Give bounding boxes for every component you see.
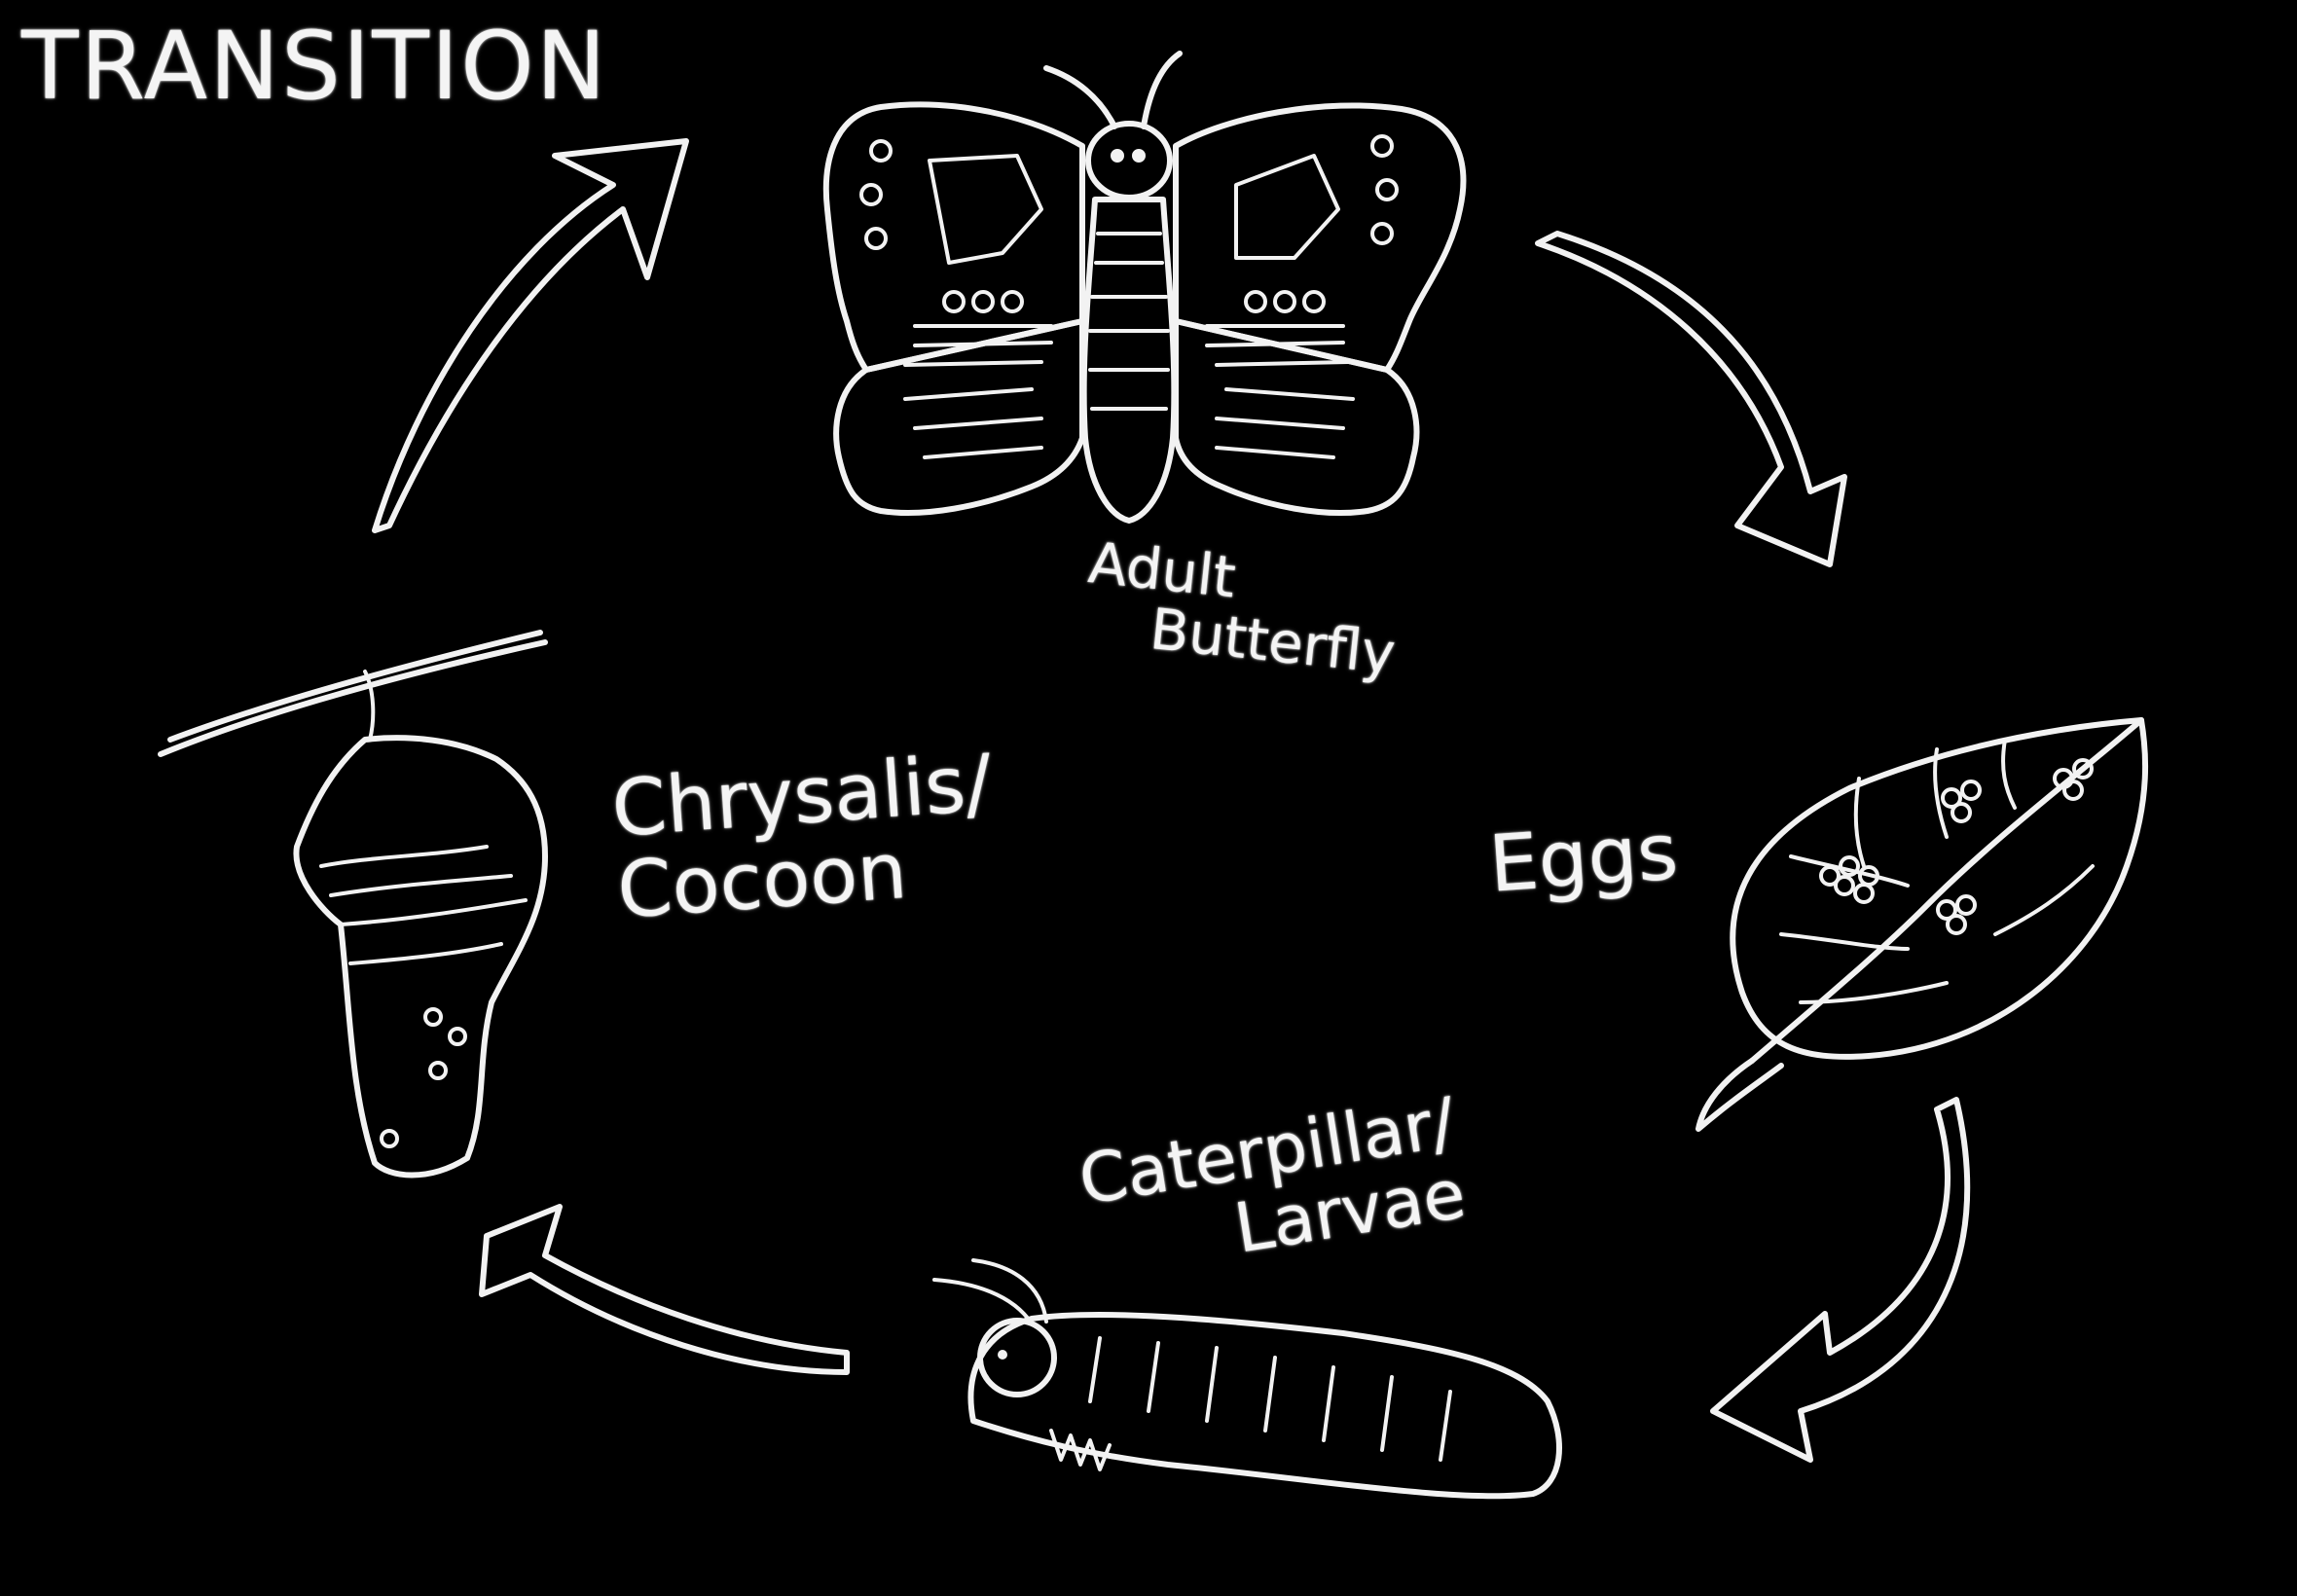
stage-label-eggs: Eggs: [1485, 806, 1681, 910]
stage-label-line: Eggs: [1485, 806, 1681, 910]
title-text: TRANSITION: [21, 12, 608, 121]
butterfly-icon: [822, 51, 1467, 524]
chrysalis-icon: [158, 630, 548, 1179]
page-title: TRANSITION: [21, 18, 608, 116]
stage-label-chrysalis: Chrysalis/ Cocoon: [609, 738, 1000, 936]
cycle-arrow-icon: [372, 138, 1971, 1463]
caterpillar-icon: [932, 1258, 1562, 1500]
leaf-with-eggs-icon: [1695, 717, 2149, 1132]
